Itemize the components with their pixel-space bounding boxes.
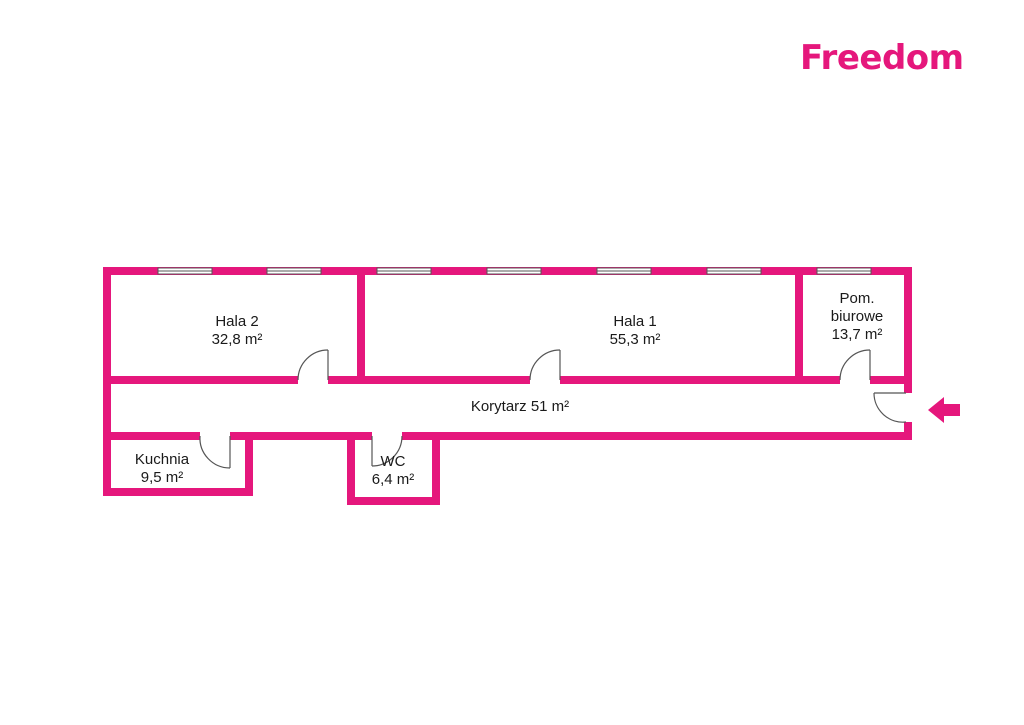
door-kuchnia [199, 435, 231, 469]
door-wc [371, 435, 403, 467]
room-hala2-name: Hala 2 [215, 313, 259, 330]
window [266, 267, 322, 275]
wall-corridor-top-1 [103, 376, 298, 384]
wall-corridor-top-4 [870, 376, 912, 384]
wall-hala2-hala1 [357, 267, 365, 382]
room-pom-area: 13,7 m² [831, 326, 883, 343]
room-hala2-area: 32,8 m² [211, 331, 263, 348]
entrance-arrow-icon [928, 397, 960, 423]
room-hala1-area: 55,3 m² [609, 331, 661, 348]
wall-corridor-bottom-2 [230, 432, 372, 440]
wall-kuchnia-bottom [103, 488, 253, 496]
wall-kuchnia-right [245, 432, 253, 496]
wall-corridor-bottom-1 [103, 432, 200, 440]
wall-right-upper [904, 267, 912, 393]
window [706, 267, 762, 275]
wall-wc-left [347, 432, 355, 505]
room-hala2-label: Hala 2 32,8 m² [212, 313, 263, 349]
wall-wc-bottom [347, 497, 440, 505]
room-pom-name-1: Pom. [839, 290, 875, 307]
brand-logo: Freedom [800, 38, 964, 78]
window [596, 267, 652, 275]
window [486, 267, 542, 275]
wall-corridor-top-3 [560, 376, 840, 384]
room-kuchnia-label: Kuchnia 9,5 m² [135, 451, 189, 487]
doors [199, 349, 907, 469]
wall-hala1-pom [795, 267, 803, 382]
room-pom-name-2: biurowe [830, 308, 884, 325]
wall-wc-right [432, 432, 440, 505]
room-hala1-name: Hala 1 [613, 313, 657, 330]
room-korytarz-label: Korytarz 51 m² [471, 398, 569, 416]
room-kuchnia-name: Kuchnia [134, 451, 190, 468]
door-entrance [873, 392, 907, 423]
wall-right-lower [904, 422, 912, 440]
room-kuchnia-area: 9,5 m² [140, 469, 184, 486]
door-hala1 [529, 349, 561, 381]
room-wc-area: 6,4 m² [371, 471, 415, 488]
window [376, 267, 432, 275]
door-hala2 [297, 349, 329, 381]
room-pom-label: Pom. biurowe 13,7 m² [831, 290, 884, 344]
walls [103, 267, 912, 505]
wall-corridor-top-2 [328, 376, 530, 384]
windows [157, 267, 872, 275]
wall-corridor-bottom-3 [402, 432, 912, 440]
window [157, 267, 213, 275]
room-wc-name: WC [380, 453, 406, 470]
door-pom [839, 349, 871, 381]
room-wc-label: WC 6,4 m² [372, 453, 415, 489]
room-korytarz-text: Korytarz 51 m² [470, 398, 570, 415]
room-hala1-label: Hala 1 55,3 m² [610, 313, 661, 349]
window [816, 267, 872, 275]
